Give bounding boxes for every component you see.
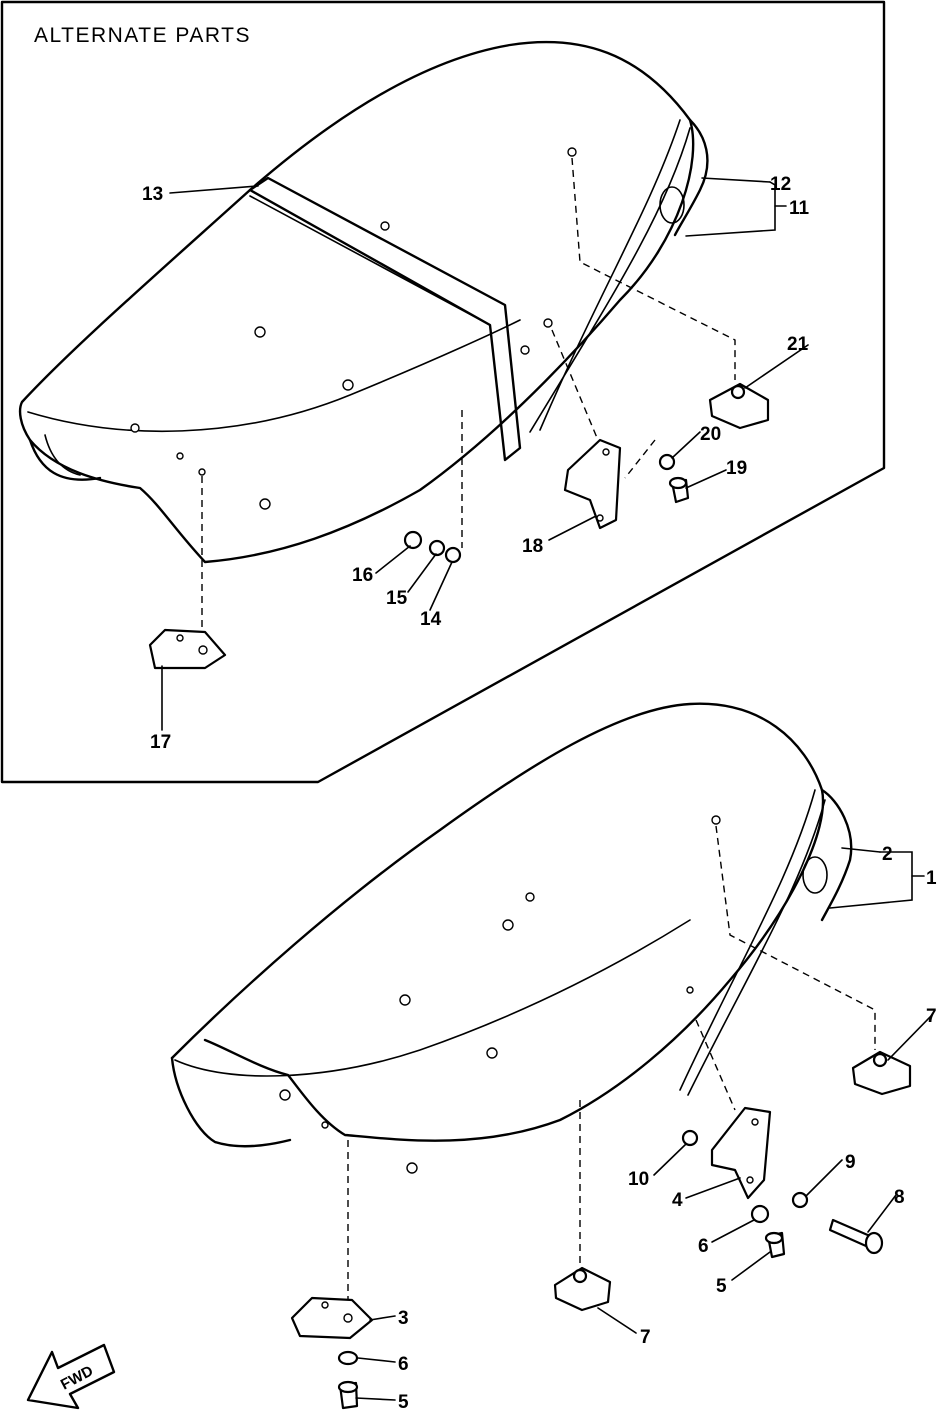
part-7-nut-plate-rear	[851, 1050, 912, 1096]
callout-18: 18	[522, 536, 543, 557]
callout-3: 3	[398, 1308, 409, 1329]
callout-1: 1	[926, 868, 937, 889]
callout-7-front: 7	[640, 1327, 651, 1348]
callout-2: 2	[882, 844, 893, 865]
alternate-parts-title: ALTERNATE PARTS	[34, 24, 251, 47]
callout-8: 8	[894, 1187, 905, 1208]
callout-labels: 13 12 11 21 20 19 18 16 15 14 17 2 1 7 1…	[142, 174, 937, 1413]
callout-13: 13	[142, 184, 163, 205]
alternate-parts-frame	[0, 0, 886, 784]
callout-10: 10	[628, 1169, 649, 1190]
alternate-seat	[18, 40, 709, 564]
leader-lines	[161, 177, 933, 1401]
callout-5-lower: 5	[398, 1392, 409, 1413]
part-17-bracket	[148, 628, 227, 670]
part-5-bolt-upper	[764, 1231, 786, 1259]
part-7-nut-plate-front	[553, 1266, 612, 1312]
callout-6-upper: 6	[698, 1236, 709, 1257]
part-9-washer	[791, 1191, 809, 1209]
part-16-nut	[403, 530, 423, 550]
callout-19: 19	[726, 458, 747, 479]
callout-11: 11	[789, 198, 810, 219]
part-8-bolt	[828, 1218, 884, 1255]
part-18-bracket	[563, 438, 622, 530]
fwd-label: FWD	[58, 1362, 96, 1393]
callout-20: 20	[700, 424, 721, 445]
part-14-washer	[444, 546, 462, 564]
callout-16: 16	[352, 565, 373, 586]
callout-21: 21	[787, 334, 809, 355]
fwd-arrow-icon: FWD	[26, 1343, 116, 1410]
callout-12: 12	[770, 174, 791, 195]
part-21-nut-plate	[708, 382, 770, 430]
part-20-washer	[658, 453, 676, 471]
callout-14: 14	[420, 609, 442, 630]
callout-17: 17	[150, 732, 171, 753]
part-15-washer	[428, 539, 446, 557]
main-seat	[170, 702, 853, 1174]
part-5-bolt-lower	[337, 1380, 359, 1410]
part-3-bracket	[290, 1296, 374, 1340]
callout-9: 9	[845, 1152, 856, 1173]
part-6-nut-lower	[337, 1350, 359, 1366]
callout-5-upper: 5	[716, 1276, 727, 1297]
callout-6-lower: 6	[398, 1354, 409, 1375]
part-10-washer	[681, 1129, 699, 1147]
part-19-bolt	[668, 476, 690, 504]
callout-7-rear: 7	[926, 1006, 937, 1027]
part-4-bracket	[710, 1106, 772, 1200]
callout-15: 15	[386, 588, 408, 609]
part-6-nut-upper	[750, 1204, 770, 1224]
callout-4: 4	[672, 1190, 683, 1211]
